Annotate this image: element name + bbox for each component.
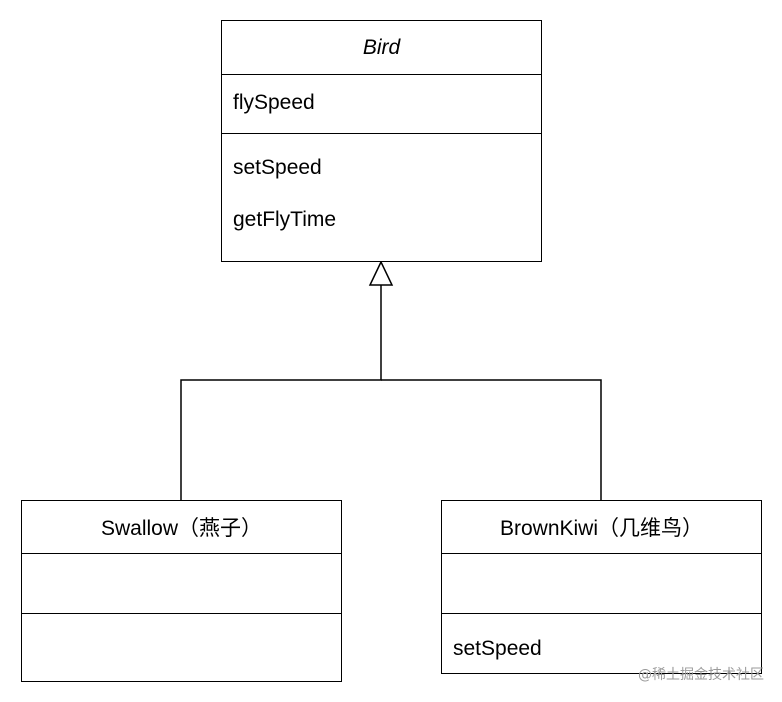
class-swallow[interactable]: Swallow（燕子） (21, 500, 342, 682)
attribute-flyspeed: flySpeed (233, 91, 315, 114)
method-getflytime: getFlyTime (233, 208, 337, 231)
class-swallow-attributes (22, 554, 341, 614)
class-bird-methods: setSpeed getFlyTime (222, 134, 541, 260)
generalization-arrowhead (368, 260, 394, 286)
class-brownkiwi-name: BrownKiwi（几维鸟） (442, 501, 761, 554)
class-swallow-methods (22, 614, 341, 680)
class-bird-name: Bird (222, 21, 541, 75)
class-bird[interactable]: Bird flySpeed setSpeed getFlyTime (221, 20, 542, 262)
method-setspeed: setSpeed (233, 156, 322, 179)
watermark-text: @稀土掘金技术社区 (638, 667, 764, 683)
class-brownkiwi[interactable]: BrownKiwi（几维鸟） setSpeed (441, 500, 762, 674)
class-brownkiwi-attributes (442, 554, 761, 614)
generalization-line-brownkiwi (381, 379, 602, 500)
class-bird-attributes: flySpeed (222, 75, 541, 134)
method-setspeed: setSpeed (453, 637, 542, 660)
class-brownkiwi-methods: setSpeed (442, 614, 761, 672)
class-swallow-name: Swallow（燕子） (22, 501, 341, 554)
generalization-line-swallow (180, 285, 382, 500)
